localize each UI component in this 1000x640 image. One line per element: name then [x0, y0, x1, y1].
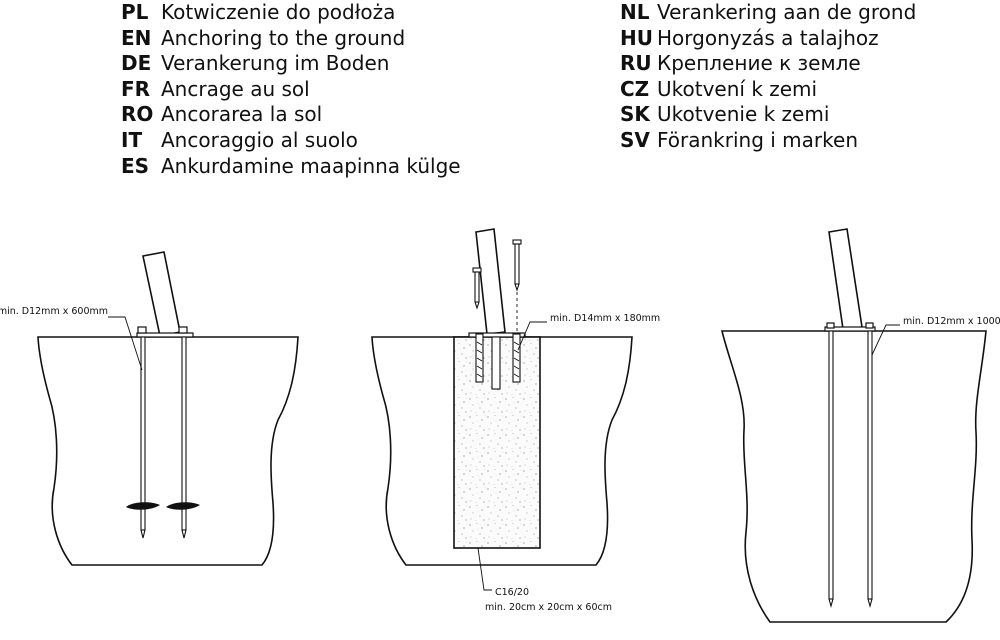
base-plate — [136, 332, 194, 338]
rod-diagram: min. D12mm x 1000 — [720, 228, 1000, 623]
post — [828, 228, 863, 330]
lang-text: Horgonyzás a talajhoz — [657, 25, 879, 50]
lang-text: Kotwiczenie do podłoża — [161, 0, 396, 24]
annotation-screw-size: min. D12mm x 600mm — [0, 306, 108, 317]
legend-row-sk: SK Ukotvenie k zemi — [620, 102, 916, 128]
lang-code: IT — [121, 127, 143, 152]
bolt-head — [865, 322, 874, 329]
annotation-block-size: min. 20cm x 20cm x 60cm — [485, 602, 612, 613]
base-plate — [824, 326, 876, 332]
legend-row-de: DE Verankerung im Boden — [121, 51, 461, 77]
lang-code: SK — [620, 102, 650, 127]
lang-code: ES — [121, 153, 150, 178]
post — [475, 228, 506, 335]
lang-text: Ancorarea la sol — [161, 102, 323, 127]
leader-line — [108, 316, 143, 371]
lang-code: NL — [620, 0, 650, 24]
lang-code: SV — [620, 127, 650, 152]
ground-screw — [166, 336, 200, 539]
lang-code: DE — [121, 51, 152, 76]
legend-row-it: IT Ancoraggio al suolo — [121, 128, 461, 154]
ground-screw — [126, 336, 160, 539]
bolt-head — [826, 322, 835, 329]
lang-text: Ukotvenie k zemi — [657, 102, 830, 127]
anchor-bolt-loose — [472, 267, 482, 310]
legend-row-es: ES Ankurdamine maapinna külge — [121, 154, 461, 180]
legend-row-pl: PL Kotwiczenie do podłoża — [121, 0, 461, 26]
lang-code: PL — [121, 0, 149, 24]
lang-text: Ankurdamine maapinna külge — [161, 153, 461, 178]
anchor-bolt — [512, 333, 521, 383]
legend-row-cz: CZ Ukotvení k zemi — [620, 77, 916, 103]
anchor-rod — [828, 330, 834, 609]
leader-line — [871, 324, 900, 356]
lang-code: RO — [121, 102, 154, 127]
anchor-bolt — [475, 333, 484, 383]
post — [142, 251, 181, 337]
lang-code: EN — [121, 25, 152, 50]
lang-code: HU — [620, 25, 653, 50]
ground-section — [37, 336, 299, 566]
concrete-diagram: min. D14mm x 180mm C16/20 min. 20cm x 20… — [371, 228, 660, 613]
lang-text: Förankring i marken — [657, 127, 858, 152]
lang-code: CZ — [620, 76, 650, 101]
anchor-bolt-loose — [512, 239, 522, 292]
leader-line — [477, 547, 492, 591]
legend-row-en: EN Anchoring to the ground — [121, 26, 461, 52]
lang-text: Verankering aan de grond — [657, 0, 917, 24]
bolt-head — [137, 326, 147, 334]
lang-text: Ukotvení k zemi — [657, 76, 818, 101]
lang-code: FR — [121, 76, 151, 101]
lang-text: Anchoring to the ground — [161, 25, 406, 50]
legend-row-fr: FR Ancrage au sol — [121, 77, 461, 103]
annotation-rod-size: min. D12mm x 1000 — [903, 316, 1000, 327]
lang-text: Ancoraggio al suolo — [161, 127, 358, 152]
lang-text: Крепление к земле — [657, 51, 861, 76]
bolt-head — [178, 326, 188, 334]
lang-text: Ancrage au sol — [161, 76, 310, 101]
ground-section — [720, 330, 987, 623]
annotation-anchor-size: min. D14mm x 180mm — [550, 313, 660, 324]
anchor-rod — [867, 330, 873, 609]
drain-slot — [491, 336, 501, 390]
legend-left-column: PL Kotwiczenie do podłoża EN Anchoring to … — [121, 0, 461, 179]
leader-line — [517, 321, 547, 351]
legend-row-ro: RO Ancorarea la sol — [121, 102, 461, 128]
lang-code: RU — [620, 51, 652, 76]
legend-row-sv: SV Förankring i marken — [620, 128, 916, 154]
lang-text: Verankerung im Boden — [161, 51, 390, 76]
legend-row-nl: NL Verankering aan de grond — [620, 0, 916, 26]
annotation-concrete-grade: C16/20 — [495, 587, 529, 598]
ground-screw-diagram: min. D12mm x 600mm — [0, 251, 299, 566]
